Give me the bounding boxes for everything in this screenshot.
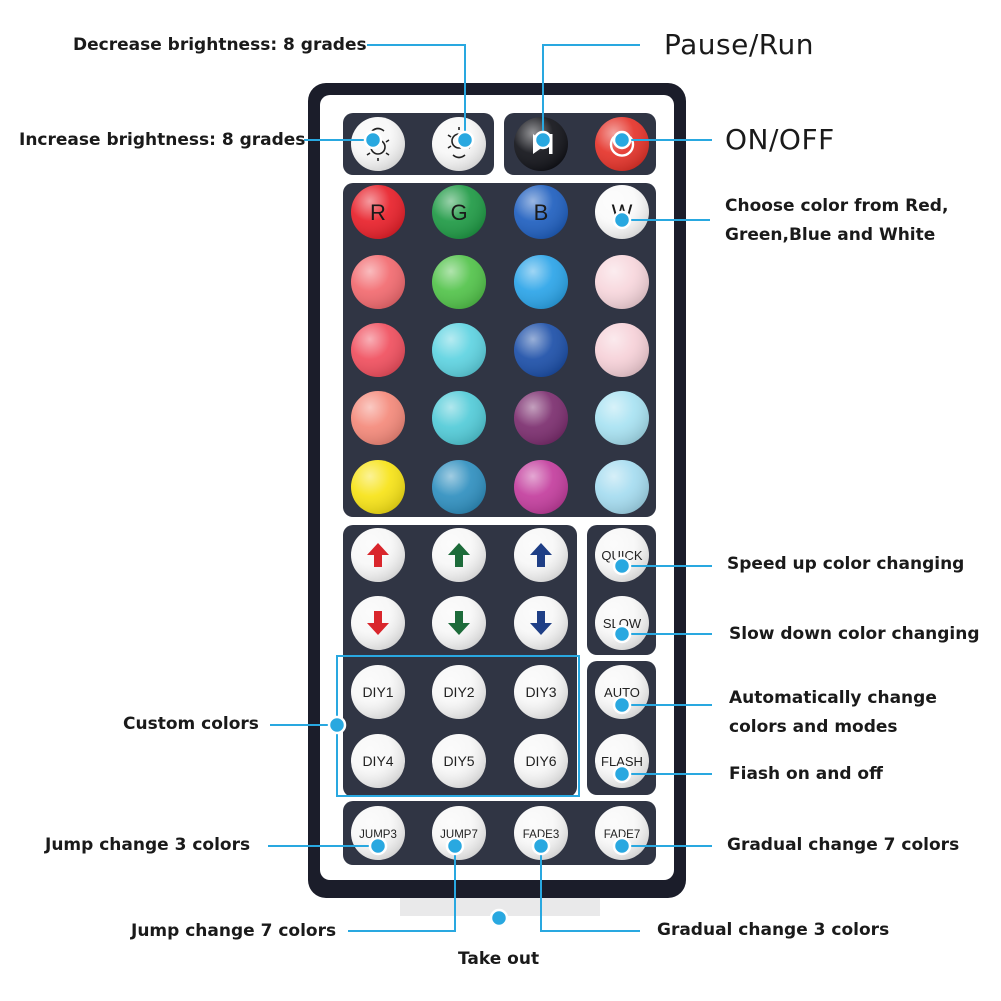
dot-jump3	[368, 836, 388, 856]
choose-color-line2: Green,Blue and White	[725, 225, 936, 245]
auto-callout: Automatically change colors and modes	[729, 684, 937, 742]
green-down-button[interactable]	[432, 596, 486, 650]
diy5-button[interactable]: DIY5	[432, 734, 486, 788]
blue-up-button[interactable]	[514, 528, 568, 582]
color-button-grid	[351, 185, 649, 514]
jump-fade-panel	[343, 801, 656, 865]
color-button-r4-c4[interactable]	[595, 391, 649, 445]
jump3-callout: Jump change 3 colors	[45, 835, 251, 855]
slow-down-callout: Slow down color changing	[729, 624, 980, 644]
blue-down-arrow-icon	[530, 611, 552, 635]
dot-quick	[612, 556, 632, 576]
choose-color-callout: Choose color from Red, Green,Blue and Wh…	[725, 192, 948, 250]
green-down-arrow-icon	[448, 611, 470, 635]
take-out-callout: Take out	[458, 949, 540, 969]
color-button-r3-c2[interactable]	[432, 323, 486, 377]
color-button-r4-c2[interactable]	[432, 391, 486, 445]
color-button-r1-c1[interactable]	[351, 185, 405, 239]
color-button-r2-c2[interactable]	[432, 255, 486, 309]
decrease-brightness-callout: Decrease brightness: 8 grades	[73, 35, 367, 55]
auto-line2: colors and modes	[729, 717, 898, 737]
dot-auto	[612, 695, 632, 715]
color-button-r5-c3[interactable]	[514, 460, 568, 514]
choose-color-line1: Choose color from Red,	[725, 196, 949, 216]
dot-custom	[327, 715, 347, 735]
dot-takeout	[489, 908, 509, 928]
color-button-r4-c3[interactable]	[514, 391, 568, 445]
diy2-button[interactable]: DIY2	[432, 665, 486, 719]
dot-decrease	[455, 130, 475, 150]
dot-fade3	[531, 836, 551, 856]
color-button-r5-c2[interactable]	[432, 460, 486, 514]
dot-increase	[363, 130, 383, 150]
dot-flash	[612, 764, 632, 784]
red-down-arrow-icon	[367, 611, 389, 635]
arrow-diy-panel	[343, 525, 577, 797]
color-button-r3-c1[interactable]	[351, 323, 405, 377]
color-button-r4-c1[interactable]	[351, 391, 405, 445]
dot-pause	[533, 130, 553, 150]
dot-onoff	[612, 130, 632, 150]
fade7-callout: Gradual change 7 colors	[727, 835, 960, 855]
blue-down-button[interactable]	[514, 596, 568, 650]
speed-up-callout: Speed up color changing	[727, 554, 965, 574]
flash-callout: Fiash on and off	[729, 764, 883, 784]
color-button-r5-c1[interactable]	[351, 460, 405, 514]
color-button-r2-c1[interactable]	[351, 255, 405, 309]
color-button-r1-c2[interactable]	[432, 185, 486, 239]
jump7-callout: Jump change 7 colors	[131, 921, 337, 941]
color-button-r3-c4[interactable]	[595, 323, 649, 377]
diy1-button[interactable]: DIY1	[351, 665, 405, 719]
on-off-callout: ON/OFF	[725, 123, 835, 156]
leader-fade3	[540, 846, 640, 932]
blue-up-arrow-icon	[530, 543, 552, 567]
color-button-r5-c4[interactable]	[595, 460, 649, 514]
red-up-arrow-icon	[367, 543, 389, 567]
dot-jump7	[445, 836, 465, 856]
dot-slow	[612, 624, 632, 644]
leader-jump7	[348, 846, 456, 932]
color-button-r3-c3[interactable]	[514, 323, 568, 377]
custom-colors-callout: Custom colors	[123, 714, 259, 734]
fade3-callout: Gradual change 3 colors	[657, 920, 890, 940]
dot-fade7	[612, 836, 632, 856]
dot-choose	[612, 210, 632, 230]
leader-decrease	[367, 44, 466, 140]
color-button-r2-c3[interactable]	[514, 255, 568, 309]
auto-line1: Automatically change	[729, 688, 937, 708]
diy6-button[interactable]: DIY6	[514, 734, 568, 788]
color-button-r2-c4[interactable]	[595, 255, 649, 309]
diy3-button[interactable]: DIY3	[514, 665, 568, 719]
leader-dots	[327, 130, 632, 928]
increase-brightness-callout: Increase brightness: 8 grades	[19, 130, 306, 150]
pause-run-callout: Pause/Run	[664, 28, 814, 61]
color-panel	[343, 183, 656, 517]
red-up-button[interactable]	[351, 528, 405, 582]
green-up-arrow-icon	[448, 543, 470, 567]
color-button-r1-c3[interactable]	[514, 185, 568, 239]
green-up-button[interactable]	[432, 528, 486, 582]
leader-pause	[542, 44, 640, 140]
diy4-button[interactable]: DIY4	[351, 734, 405, 788]
red-down-button[interactable]	[351, 596, 405, 650]
